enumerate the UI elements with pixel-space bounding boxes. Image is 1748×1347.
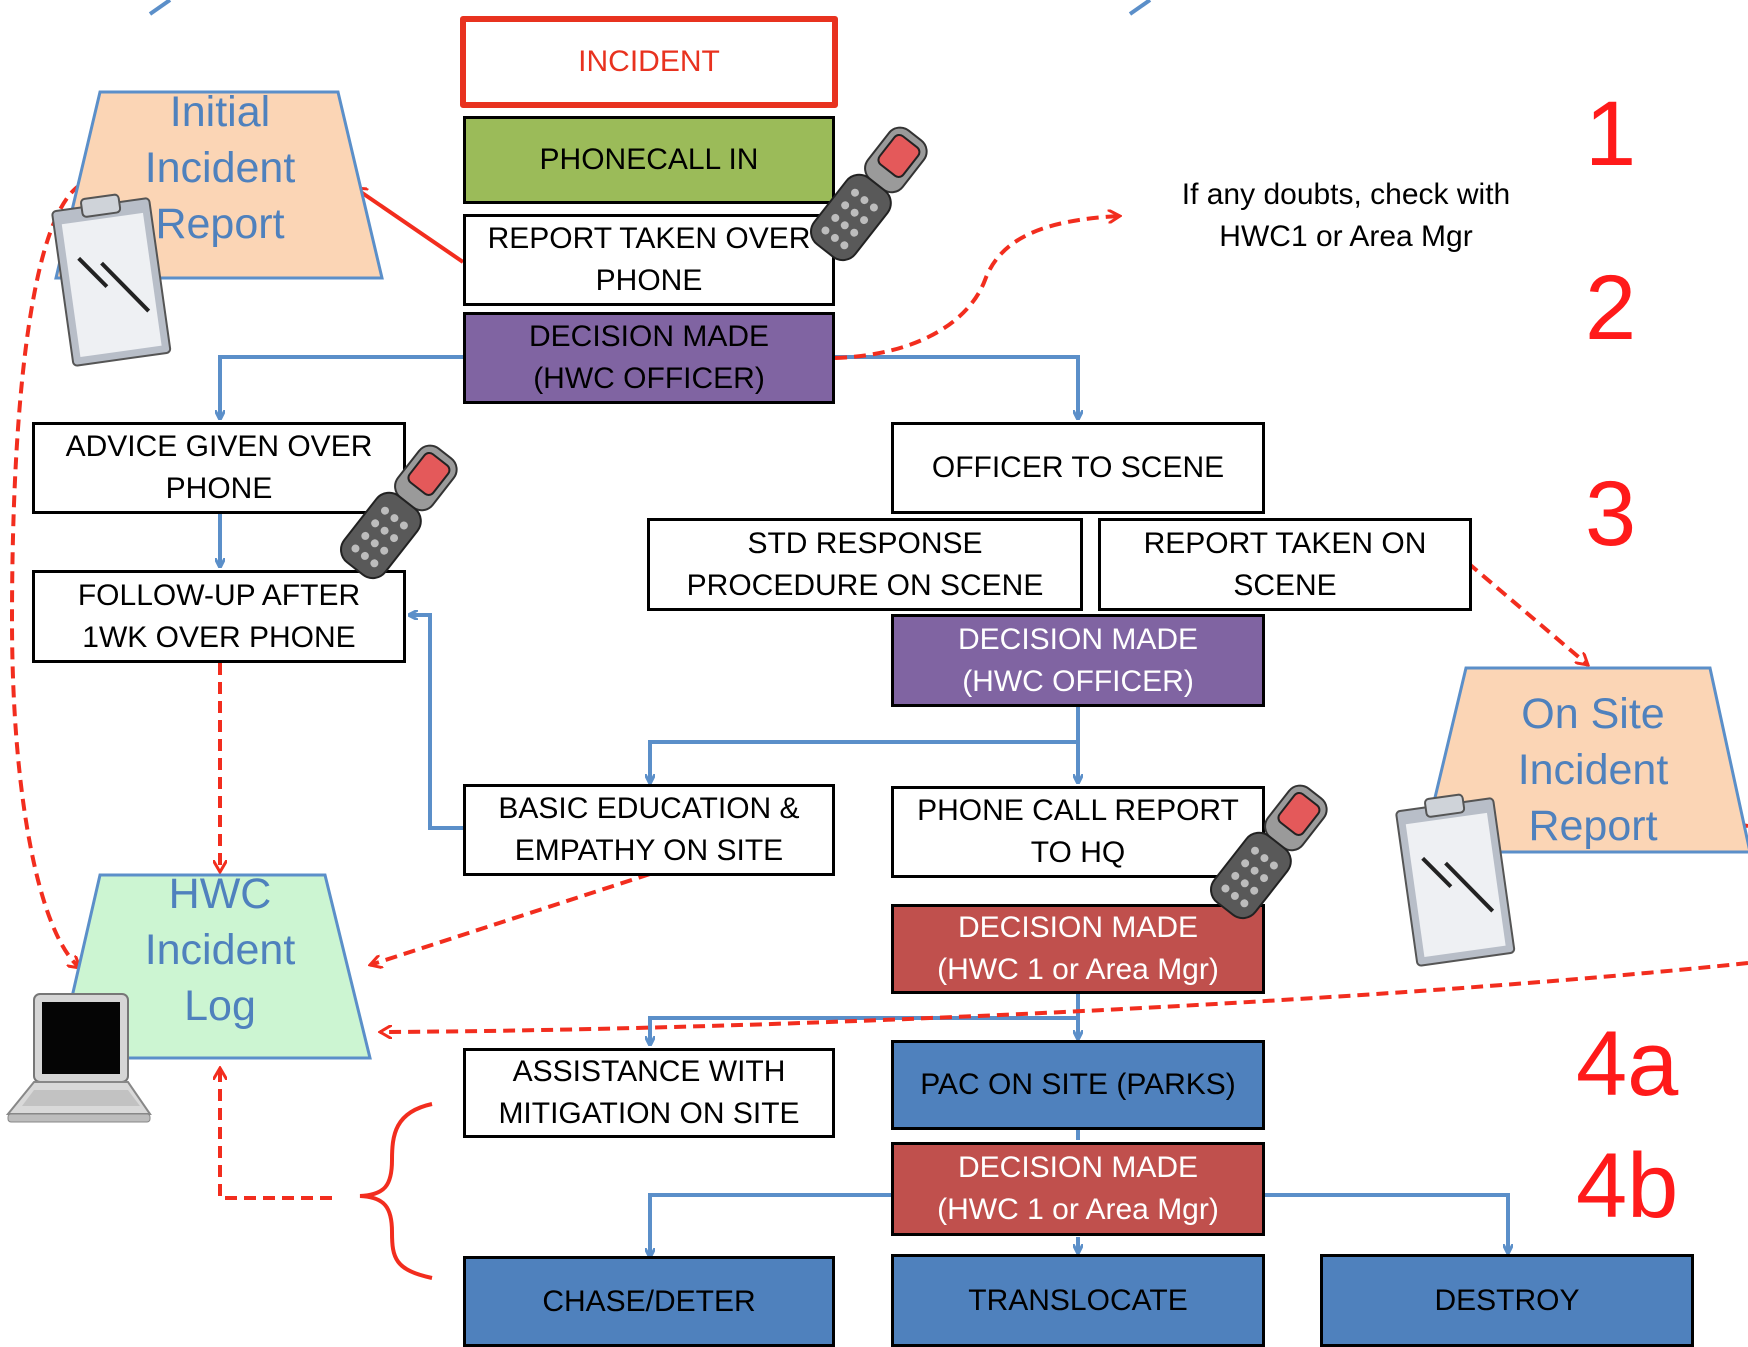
stage-number-4b: 4b — [1576, 1135, 1679, 1237]
onsite-report-feed-arrow — [380, 961, 1748, 1032]
doubts-note: If any doubts, check with HWC1 or Area M… — [1181, 178, 1511, 253]
destroy-box: DESTROY — [1320, 1254, 1694, 1347]
onsite-report-shape — [1420, 666, 1748, 854]
flip-phone-icon — [810, 126, 928, 262]
report-taken-on-scene-box: REPORT TAKEN ON SCENE — [1098, 518, 1472, 611]
phonecall-in-box: PHONECALL IN — [463, 116, 835, 204]
stage-number-4a: 4a — [1576, 1013, 1679, 1115]
stage-number-3: 3 — [1585, 463, 1637, 565]
chase-deter-box: CHASE/DETER — [463, 1256, 835, 1347]
clipboard-pen-icon — [51, 193, 172, 367]
flip-phone-icon — [1210, 784, 1328, 920]
decision-hwc-officer-box-1: DECISION MADE (HWC OFFICER) — [463, 312, 835, 404]
decision-hwc1-area-box-2: DECISION MADE (HWC 1 or Area Mgr) — [891, 1142, 1265, 1236]
flip-phone-icon — [340, 444, 458, 580]
phone-call-report-box: PHONE CALL REPORT TO HQ — [891, 786, 1265, 878]
basic-education-box: BASIC EDUCATION & EMPATHY ON SITE — [463, 784, 835, 876]
report-scene-to-onsite-arrow — [1466, 561, 1588, 665]
flow-decision4-to-destroy — [1264, 1193, 1508, 1252]
report-to-initial-report-arrow — [355, 188, 465, 264]
flow-decision1-to-advice — [220, 355, 463, 418]
report-taken-over-phone-box: REPORT TAKEN OVER PHONE — [463, 214, 835, 306]
top-left-stub — [148, 0, 172, 16]
clipboard-pen-icon — [1395, 793, 1516, 967]
bracket-to-log-arrow — [220, 1068, 332, 1200]
initial-report-label: Initial Incident Report — [144, 88, 296, 248]
flow-decision3-split — [650, 993, 1080, 1044]
incident-box: INCIDENT — [460, 16, 838, 108]
decision-hwc1-area-box-1: DECISION MADE (HWC 1 or Area Mgr) — [891, 904, 1265, 994]
follow-up-box: FOLLOW-UP AFTER 1WK OVER PHONE — [32, 570, 406, 663]
incident-log-label: HWC Incident Log — [144, 870, 296, 1030]
flow-decision2-split — [650, 706, 1080, 782]
stage-number-1: 1 — [1585, 83, 1637, 185]
std-response-box: STD RESPONSE PROCEDURE ON SCENE — [647, 518, 1083, 611]
laptop-icon — [5, 993, 152, 1123]
flow-decision4-to-chase — [650, 1193, 892, 1256]
flow-decision1-to-officer — [834, 355, 1078, 418]
advice-given-box: ADVICE GIVEN OVER PHONE — [32, 422, 406, 514]
actions-curly-brace — [359, 1102, 433, 1280]
decision-hwc-officer-box-2: DECISION MADE (HWC OFFICER) — [891, 614, 1265, 707]
pac-on-site-box: PAC ON SITE (PARKS) — [891, 1040, 1265, 1130]
decision-to-note-arrow — [834, 216, 1120, 360]
top-right-stub — [1128, 0, 1152, 16]
onsite-report-label: On Site Incident Report — [1517, 690, 1669, 850]
education-to-log-arrow — [370, 872, 651, 965]
translocate-box: TRANSLOCATE — [891, 1254, 1265, 1347]
stage-number-2: 2 — [1585, 257, 1637, 359]
assistance-mitigation-box: ASSISTANCE WITH MITIGATION ON SITE — [463, 1048, 835, 1138]
flow-education-to-followup — [410, 615, 463, 830]
initial-report-to-log-arrow — [9, 183, 80, 968]
officer-to-scene-box: OFFICER TO SCENE — [891, 422, 1265, 514]
